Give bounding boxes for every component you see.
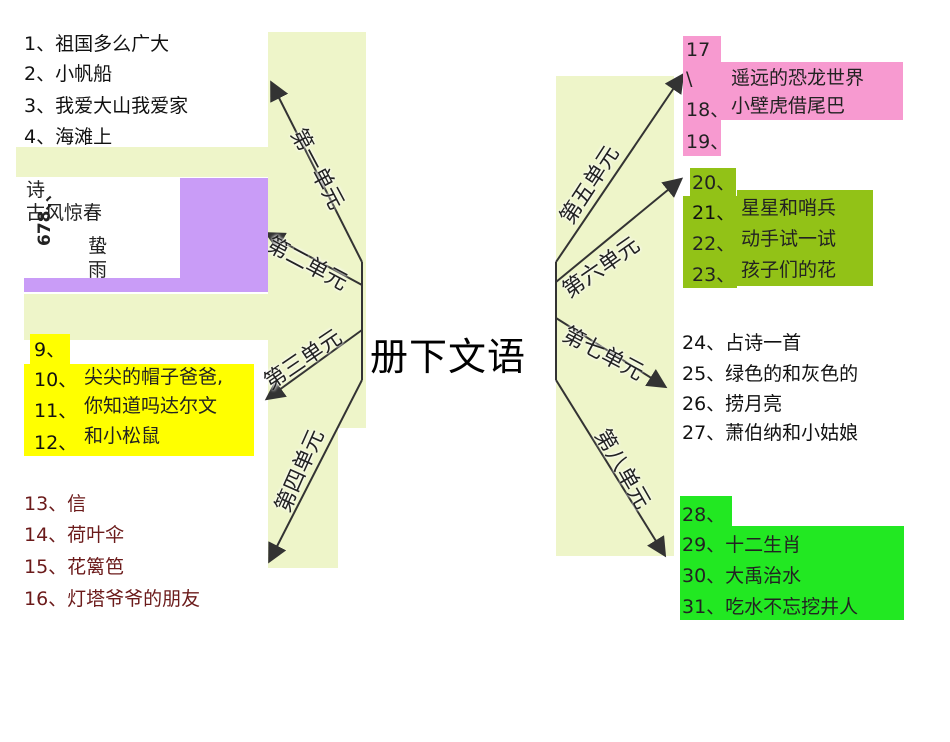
left-strip [16, 147, 268, 177]
unit-6-num: 22、 [692, 233, 736, 255]
unit-3-num: 12、 [34, 432, 78, 454]
unit-6-item: 星星和哨兵 [741, 197, 837, 219]
unit-3-num: 9、 [34, 339, 66, 361]
unit-5-num: 17 [686, 39, 711, 61]
unit-6-box [737, 190, 873, 286]
unit-2-textbox [24, 178, 180, 278]
left-strip-2 [24, 294, 268, 340]
unit-4-item: 14、荷叶伞 [24, 524, 125, 546]
unit-5-box [683, 36, 721, 156]
unit-8-item: 28、 [682, 504, 726, 526]
unit-5-box [721, 62, 903, 120]
unit-7-item: 27、萧伯纳和小姑娘 [682, 422, 859, 444]
unit-3-item: 和小松鼠 [84, 425, 161, 447]
unit-2-item: 雨 [88, 259, 108, 281]
unit-6-item: 孩子们的花 [741, 259, 837, 281]
unit-3-item: 尖尖的帽子爸爸, [84, 366, 224, 388]
unit-4-item: 13、信 [24, 493, 87, 515]
unit-6-num: 23、 [692, 264, 736, 286]
unit-6-box [683, 196, 737, 288]
unit-6-num: 20、 [692, 172, 736, 194]
center-title: 册下文语 [370, 335, 527, 379]
unit-4-item: 16、灯塔爷爷的朋友 [24, 588, 201, 610]
unit-1-item: 2、小帆船 [24, 63, 113, 85]
unit-2-item: 诗 [26, 179, 46, 201]
unit-8-item: 29、十二生肖 [682, 534, 802, 556]
unit-3-num: 11、 [34, 400, 78, 422]
unit-5-num: 18、 [686, 99, 730, 121]
unit-3-box [30, 334, 70, 364]
unit-6-num: 21、 [692, 202, 736, 224]
unit-8-item: 30、大禹治水 [682, 565, 802, 587]
unit-4-item: 15、花篱笆 [24, 556, 125, 578]
unit-5-num: \ [686, 68, 693, 90]
unit-3-num: 10、 [34, 369, 78, 391]
unit-8-box [680, 496, 732, 526]
unit-2-item: 古风惊春 [26, 202, 103, 224]
unit-6-box [690, 168, 736, 196]
unit-1-item: 4、海滩上 [24, 126, 113, 148]
unit-2-item: 蛰 [88, 235, 108, 257]
unit-2-nums: 678、、 [35, 185, 55, 246]
unit-5-item: 小壁虎借尾巴 [731, 95, 846, 117]
unit-3-box [24, 364, 254, 456]
unit-7-item: 24、占诗一首 [682, 332, 802, 354]
unit-3-item: 你知道吗达尔文 [84, 395, 218, 417]
unit-7-item: 26、捞月亮 [682, 393, 783, 415]
unit-1-item: 1、祖国多么广大 [24, 33, 170, 55]
unit-5-item: 遥远的恐龙世界 [731, 67, 865, 89]
unit-6-item: 动手试一试 [741, 228, 837, 250]
unit-1-item: 3、我爱大山我爱家 [24, 95, 189, 117]
unit-8-item: 31、吃水不忘挖井人 [682, 596, 859, 618]
unit-7-item: 25、绿色的和灰色的 [682, 363, 859, 385]
unit-5-num: 19、 [686, 131, 730, 153]
unit-8-box [680, 526, 904, 620]
